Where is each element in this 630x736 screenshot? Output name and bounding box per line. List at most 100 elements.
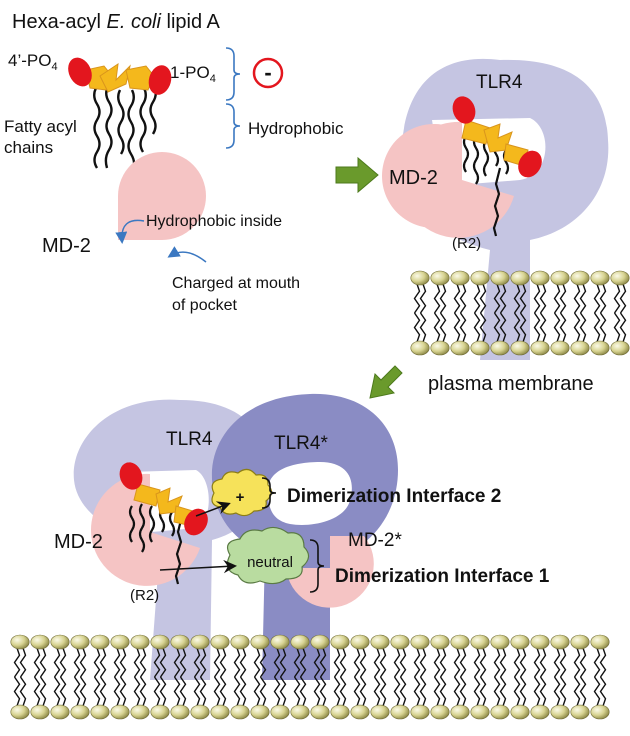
lipid-tail [459,647,467,678]
lipid-head [110,704,130,720]
lipid-tail [519,312,527,343]
lipid-head [510,270,530,286]
lipid-head [150,634,170,650]
lipid-head [370,704,390,720]
lipid-tail [313,676,321,707]
lipid-tail [39,676,47,707]
lipid-head [70,704,90,720]
lipid-tail [273,676,281,707]
page-title: Hexa-acyl E. coli lipid A [12,11,221,33]
md2-label: MD-2 [389,167,438,189]
lipid-head [310,704,330,720]
lipid-tail [213,647,221,678]
phosphate-right [518,150,542,178]
lipid-tail [359,676,367,707]
lipid-tail [373,647,381,678]
lipid-tail [139,676,147,707]
lipid-head [450,340,470,356]
lipid-head [430,270,450,286]
lipid-head [10,634,30,650]
lipid-tail [539,312,547,343]
lipid-head [270,634,290,650]
charged-mouth-label-line2: of pocket [172,297,237,314]
lipid-tail [99,647,107,678]
lipid-tail [293,647,301,678]
lipid-tail [379,676,387,707]
lipid-head [530,704,550,720]
lipid-tail [519,283,527,314]
lipid-head [50,634,70,650]
lipid-head [370,634,390,650]
lipid-tail [439,283,447,314]
tlr4-star-label: TLR4* [274,433,328,454]
lipid-tail [473,647,481,678]
lipid-head [510,704,530,720]
lipid-tail [293,676,301,707]
lipid-tail [593,312,601,343]
lipid-head [350,634,370,650]
lipid-tail [159,647,167,678]
lipid-head [290,634,310,650]
lipid-tail [33,676,41,707]
lipid-tail [599,283,607,314]
lipid-tail [573,283,581,314]
lipid-head [270,704,290,720]
lipid-head [430,634,450,650]
lipid-head [470,704,490,720]
lipid-tail [299,647,307,678]
lipid-head [550,270,570,286]
plasma-membrane [410,270,630,356]
charge-symbol: - [264,60,271,85]
lipid-tail [479,647,487,678]
lipid-head [450,704,470,720]
sugar-link [483,123,513,153]
lipid-tail [299,676,307,707]
lipid-tail [479,676,487,707]
lipid-tail [453,283,461,314]
lipid-tail [173,647,181,678]
lipid-tail [419,312,427,343]
lipid-tail [533,647,541,678]
lipid-tail [139,647,147,678]
r2-label: (R2) [130,587,159,604]
lipid-tail [519,676,527,707]
md2-legend-label: MD-2 [42,235,91,257]
tlr4-star-pocket [268,462,352,525]
lipid-tail [473,312,481,343]
sugar-left [461,119,491,145]
lipid-head [550,704,570,720]
lipid-tail [93,647,101,678]
hydrophobic-label: Hydrophobic [248,119,344,138]
phosphate-left [119,462,143,490]
lipid-tail [339,647,347,678]
hydrophobic-inside-label: Hydrophobic inside [146,213,282,230]
lipid-tail [213,676,221,707]
lipid-head [30,634,50,650]
lipid-tail [613,312,621,343]
phosphate-left [452,96,476,124]
lipid-head [570,634,590,650]
lipid-head [130,634,150,650]
lipid-tail [513,676,521,707]
lipid-tail [153,676,161,707]
lipid-a-molecule [68,57,172,171]
phosphate-left [68,57,92,87]
green-arrow-icon [369,365,403,399]
lipid-head [570,704,590,720]
lipid-tail [373,676,381,707]
lipid-head [550,634,570,650]
lipid-tail [573,312,581,343]
lipid-head [390,704,410,720]
lipid-tail [353,647,361,678]
sugar-left [133,483,161,507]
lipid-tail [259,676,267,707]
lipid-tail [539,676,547,707]
lipid-tail [119,647,127,678]
lipid-tail [339,676,347,707]
lipid-tail [279,647,287,678]
lipid-tail [539,647,547,678]
md2-shape [90,473,200,586]
lipid-head [590,634,610,650]
lipid-tail [179,647,187,678]
lipid-head [230,634,250,650]
